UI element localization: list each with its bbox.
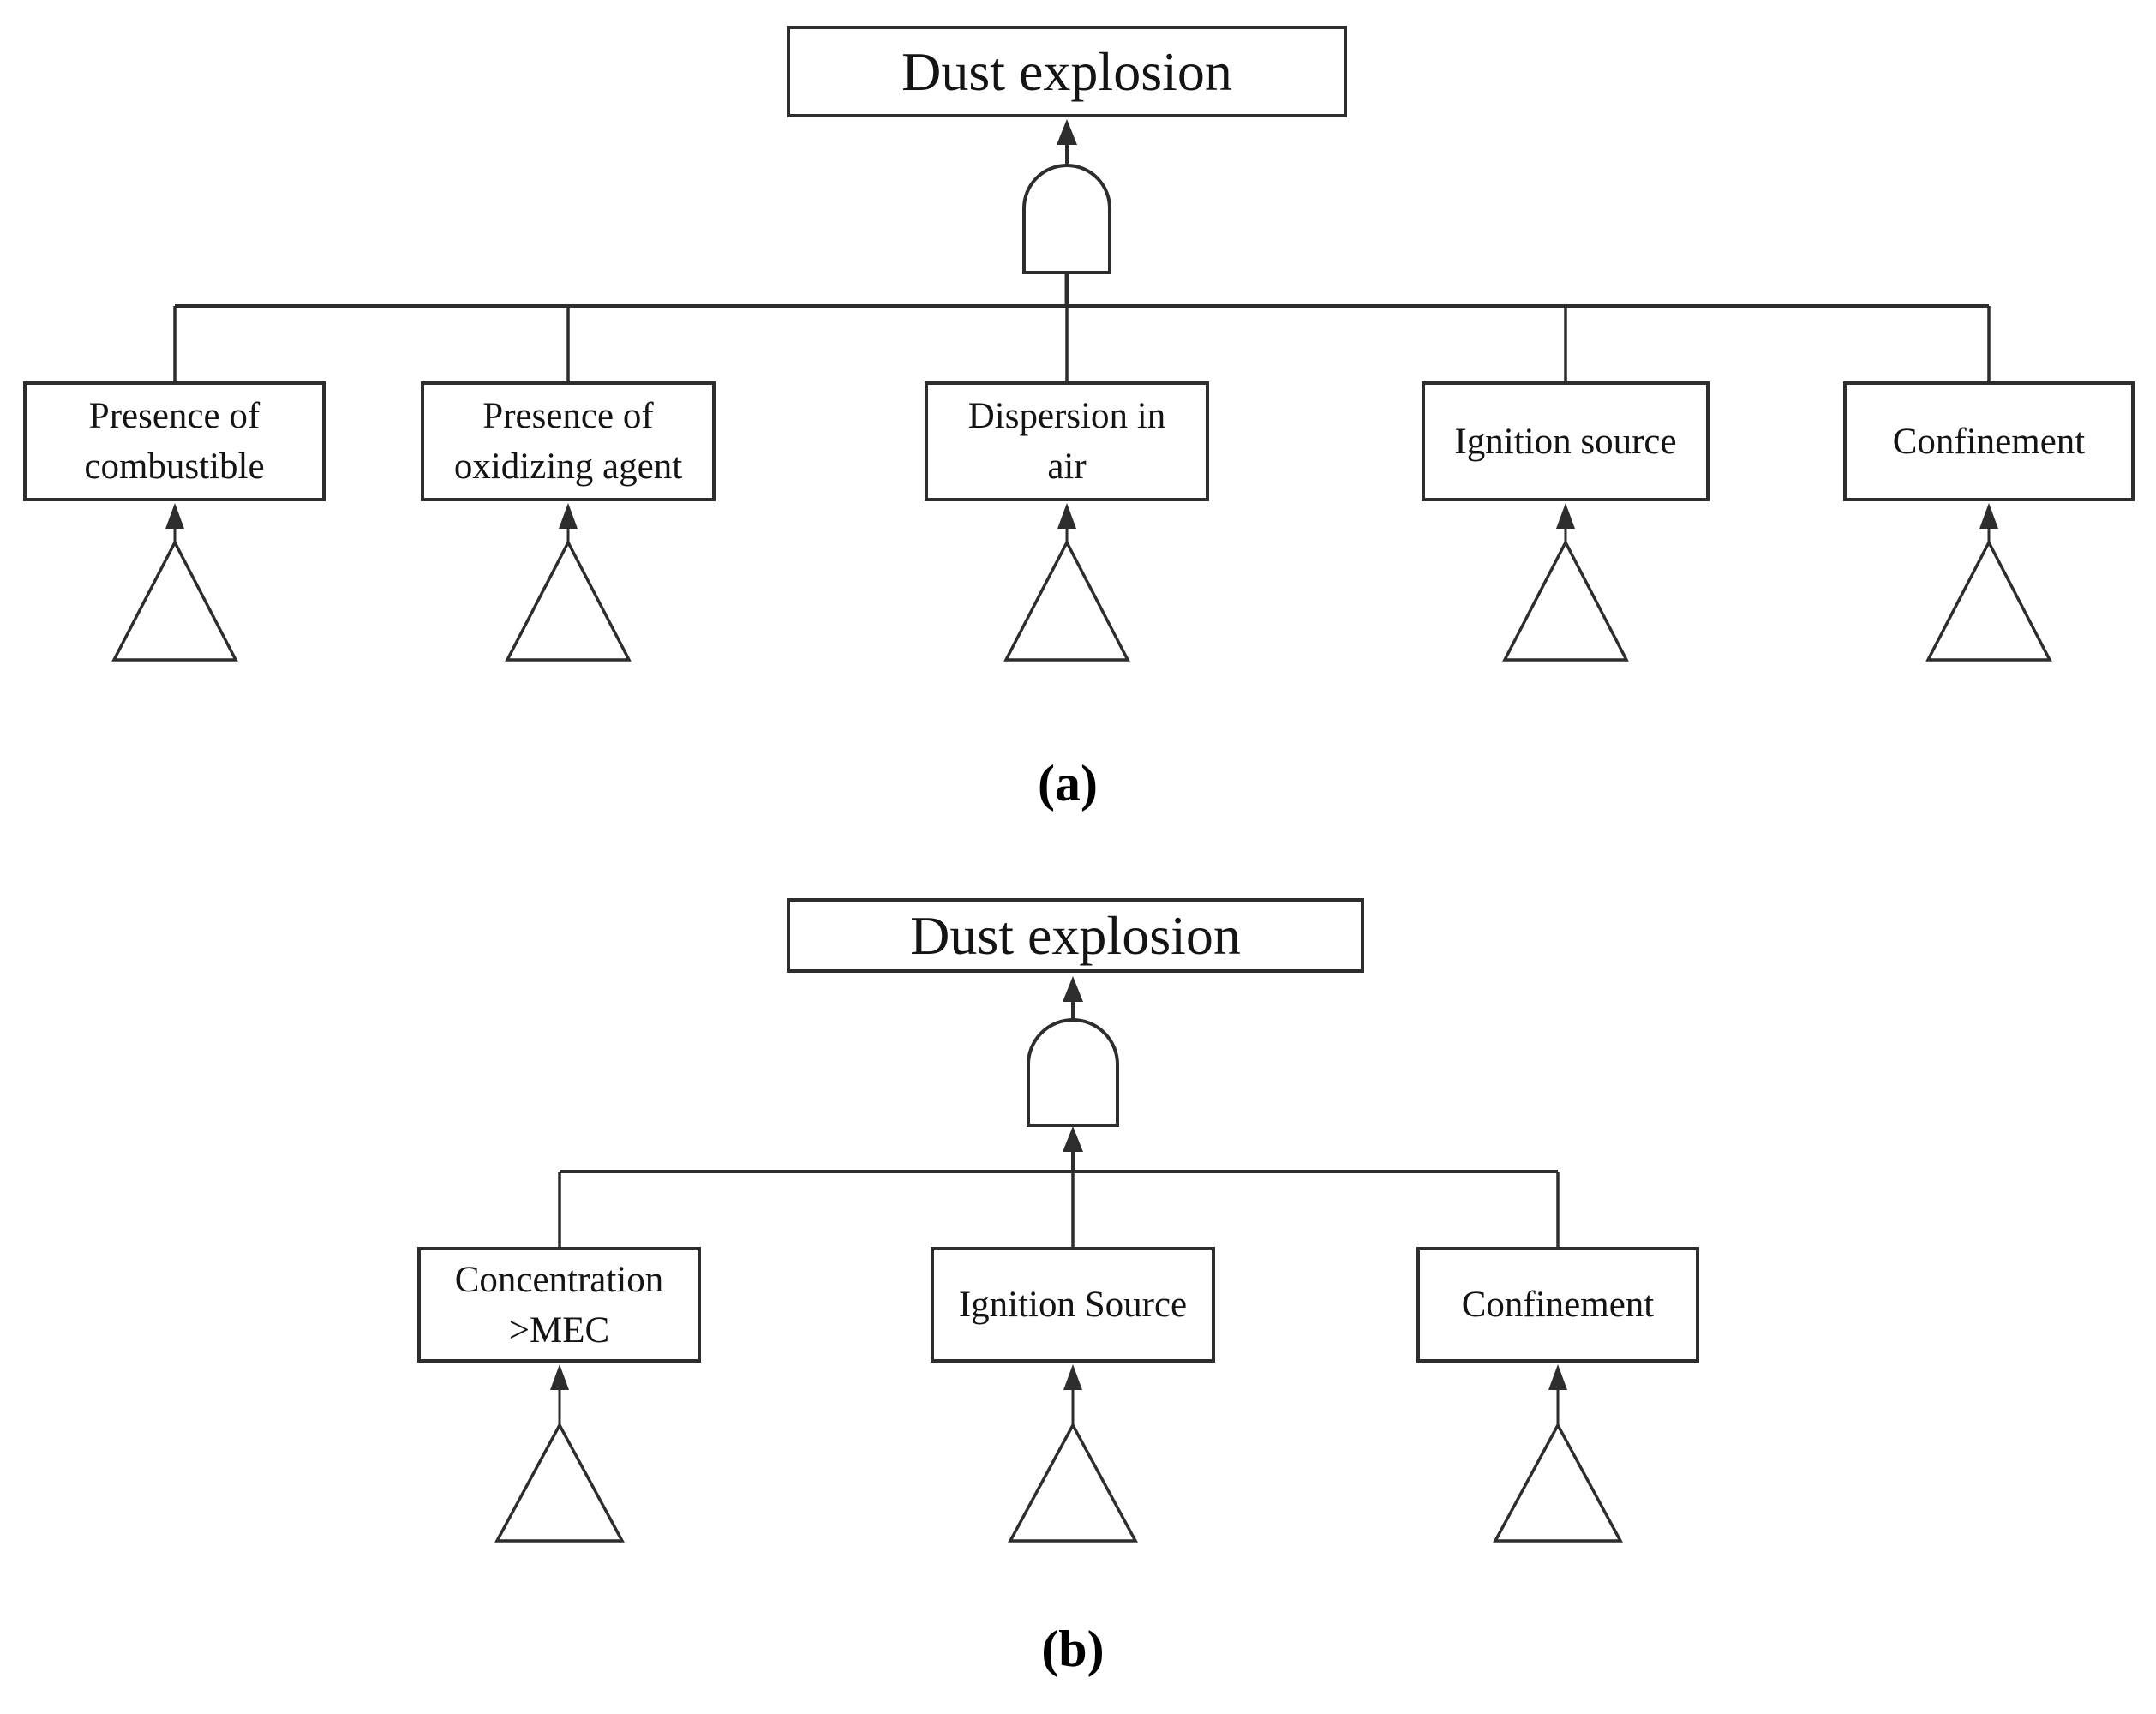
- triangle-icon: [1502, 539, 1629, 662]
- transfer-symbol: [494, 1364, 625, 1543]
- arrowhead-up-icon: [1057, 503, 1076, 529]
- event-box-confinement-a: Confinement: [1843, 381, 2135, 501]
- event-label-line: >MEC: [508, 1309, 610, 1351]
- top-event-box-a: Dust explosion: [787, 26, 1347, 117]
- fault-tree-b-wires: [494, 976, 1623, 1543]
- arrowhead-up-icon: [1063, 1364, 1082, 1390]
- triangle-icon: [1925, 539, 2052, 662]
- event-label-line: combustible: [84, 446, 265, 487]
- transfer-symbol: [1925, 503, 2052, 662]
- top-event-box-b: Dust explosion: [787, 898, 1364, 973]
- event-label-line: Confinement: [1892, 421, 2086, 462]
- transfer-symbol: [111, 503, 238, 662]
- arrowhead-up-icon: [1979, 503, 1998, 529]
- arrowhead-up-icon: [1556, 503, 1575, 529]
- event-box-confinement-b: Confinement: [1416, 1247, 1699, 1363]
- transfer-symbol: [1493, 1364, 1623, 1543]
- event-label-line: Concentration: [454, 1259, 664, 1300]
- event-label-line: Dispersion in: [967, 396, 1166, 436]
- event-label-line: Presence of: [88, 396, 261, 436]
- event-box-presence-of-combustible: Presence of combustible: [23, 381, 326, 501]
- arrowhead-up-icon: [559, 503, 578, 529]
- fault-tree-a-wires: [111, 119, 2052, 662]
- event-label-line: air: [1047, 446, 1087, 487]
- event-label-line: oxidizing agent: [453, 446, 683, 487]
- event-label-line: Ignition Source: [958, 1285, 1188, 1325]
- triangle-icon: [1493, 1422, 1623, 1543]
- arrowhead-up-icon: [165, 503, 184, 529]
- event-box-presence-of-oxidizing-agent: Presence of oxidizing agent: [421, 381, 716, 501]
- top-event-label: Dust explosion: [901, 40, 1232, 102]
- event-box-concentration-mec: Concentration >MEC: [417, 1247, 701, 1363]
- event-box-ignition-source-b: Ignition Source: [931, 1247, 1215, 1363]
- triangle-icon: [1008, 1422, 1138, 1543]
- event-box-ignition-source-a: Ignition source: [1422, 381, 1710, 501]
- event-label-line: Presence of: [482, 396, 654, 436]
- arrowhead-up-icon: [1548, 1364, 1567, 1390]
- event-box-dispersion-in-air: Dispersion in air: [925, 381, 1209, 501]
- subfigure-caption-b: (b): [1041, 1621, 1105, 1677]
- top-event-label: Dust explosion: [910, 904, 1241, 966]
- triangle-icon: [1003, 539, 1130, 662]
- and-gate-icon: [1022, 164, 1111, 274]
- transfer-symbol: [1003, 503, 1130, 662]
- event-label-line: Ignition source: [1454, 421, 1677, 462]
- transfer-symbol: [505, 503, 632, 662]
- transfer-symbol: [1008, 1364, 1138, 1543]
- arrowhead-up-icon: [550, 1364, 569, 1390]
- triangle-icon: [111, 539, 238, 662]
- subfigure-caption-a: (a): [1038, 755, 1098, 812]
- event-label-line: Confinement: [1461, 1285, 1655, 1325]
- arrowhead-up-icon: [1063, 976, 1083, 1002]
- and-gate-icon: [1027, 1018, 1119, 1127]
- arrowhead-up-icon: [1063, 1126, 1083, 1152]
- triangle-icon: [505, 539, 632, 662]
- arrowhead-up-icon: [1057, 119, 1077, 145]
- triangle-icon: [494, 1422, 625, 1543]
- transfer-symbol: [1502, 503, 1629, 662]
